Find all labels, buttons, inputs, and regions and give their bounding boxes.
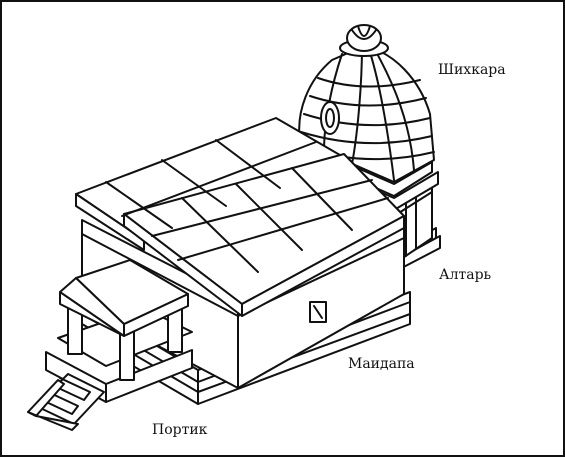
label-portico: Портик [152,422,208,438]
label-shikhara: Шихкара [438,62,506,78]
label-altar: Алтарь [439,267,492,283]
portico-stairs [27,373,105,431]
label-mandapa: Маидапа [348,356,415,372]
